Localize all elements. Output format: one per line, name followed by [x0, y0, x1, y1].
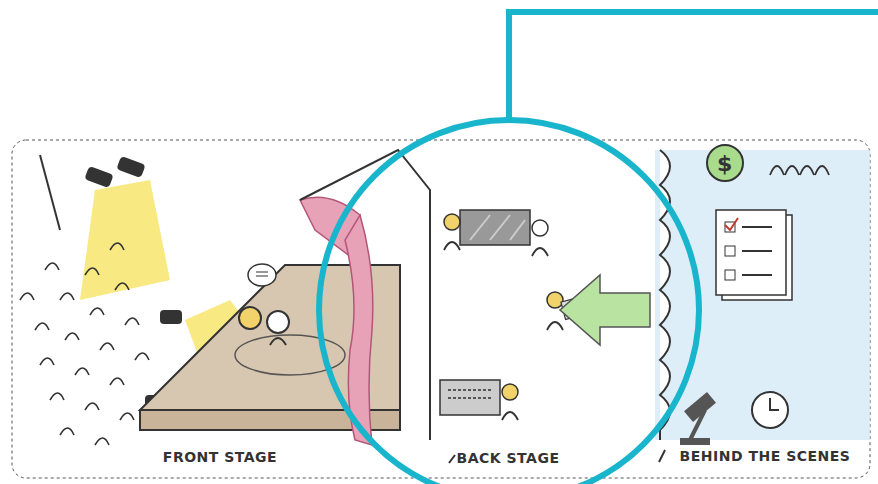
backstage-crew: [440, 210, 579, 420]
green-arrow: [560, 275, 650, 345]
leader-line: [509, 12, 878, 120]
highlight-circle: [319, 120, 699, 484]
label-tick: [659, 450, 665, 462]
section-label: BACK STAGE: [457, 450, 560, 466]
section-label: BEHIND THE SCENES: [680, 448, 851, 464]
behind-icons: [680, 145, 829, 445]
label-tick: [449, 455, 455, 463]
section-label: FRONT STAGE: [163, 449, 277, 465]
blue-wash: [655, 150, 870, 440]
audience: [20, 243, 149, 445]
dashed-frame: [12, 140, 870, 478]
dollar-sign: $: [717, 151, 733, 176]
